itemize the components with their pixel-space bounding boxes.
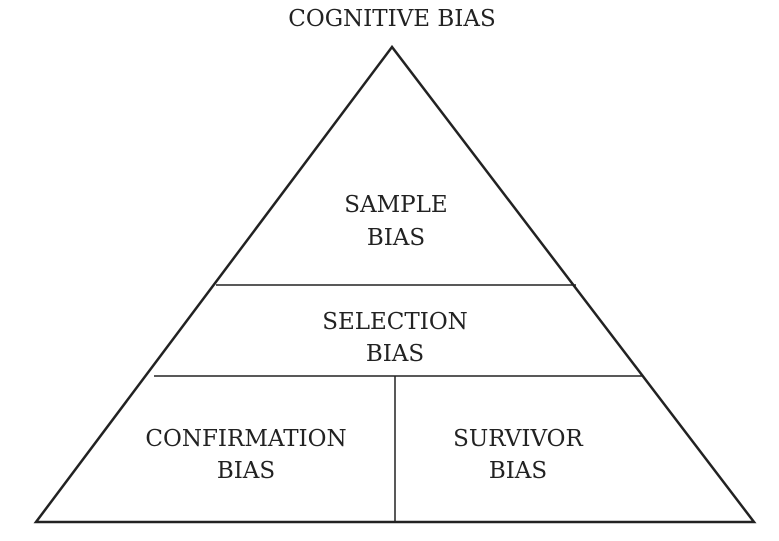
selection-bias-line2: BIAS [366, 341, 424, 367]
diagram-title: COGNITIVE BIAS [288, 6, 496, 32]
survivor-bias-line2: BIAS [489, 458, 547, 484]
tier-selection-bias: SELECTION BIAS [322, 309, 468, 367]
tier-survivor-bias: SURVIVOR BIAS [453, 426, 583, 484]
tier-sample-bias: SAMPLE BIAS [344, 192, 447, 251]
tier-confirmation-bias: CONFIRMATION BIAS [145, 426, 346, 484]
confirmation-bias-line1: CONFIRMATION [145, 426, 346, 452]
survivor-bias-line1: SURVIVOR [453, 426, 583, 452]
selection-bias-line1: SELECTION [322, 309, 468, 335]
confirmation-bias-line2: BIAS [217, 458, 275, 484]
sample-bias-line1: SAMPLE [344, 192, 447, 218]
sample-bias-line2: BIAS [367, 225, 425, 251]
